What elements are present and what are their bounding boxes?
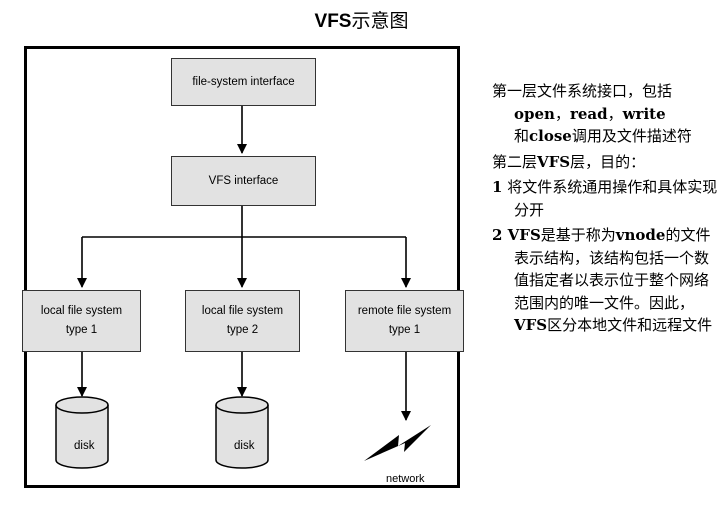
vfs-interface-label: VFS interface bbox=[208, 174, 279, 187]
disk-1-label: disk bbox=[74, 440, 95, 452]
note-3: 1 将文件系统通用操作和具体实现分开 bbox=[492, 178, 718, 219]
vfs-interface-box: VFS interface bbox=[171, 156, 316, 206]
disk-1-icon bbox=[55, 396, 109, 469]
remote-line1: remote file system bbox=[357, 305, 452, 317]
network-lightning-icon bbox=[364, 425, 431, 461]
disk-2-label: disk bbox=[234, 440, 255, 452]
note-2: 第二层VFS层，目的： bbox=[492, 152, 646, 171]
local2-line1: local file system bbox=[201, 305, 284, 317]
local1-line1: local file system bbox=[40, 305, 123, 317]
remote-line2: type 1 bbox=[388, 324, 421, 336]
note-4: 2 VFS是基于称为vnode的文件表示结构，该结构包括一个数值指定者以表示位于… bbox=[492, 226, 713, 334]
network-label: network bbox=[386, 473, 425, 485]
remote-fs-type1-box: remote file system type 1 bbox=[345, 290, 464, 352]
title-bold: VFS bbox=[314, 11, 352, 32]
fs-interface-label: file-system interface bbox=[192, 75, 295, 88]
local-fs-type2-box: local file system type 2 bbox=[185, 290, 300, 352]
title-rest: 示意图 bbox=[351, 11, 409, 32]
file-system-interface-box: file-system interface bbox=[171, 58, 316, 106]
local-fs-type1-box: local file system type 1 bbox=[22, 290, 141, 352]
diagram-title: VFS示意图 bbox=[0, 6, 723, 33]
local1-line2: type 1 bbox=[65, 324, 98, 336]
disk-2-icon bbox=[215, 396, 269, 469]
local2-line2: type 2 bbox=[226, 324, 259, 336]
diagram-frame bbox=[24, 46, 460, 488]
